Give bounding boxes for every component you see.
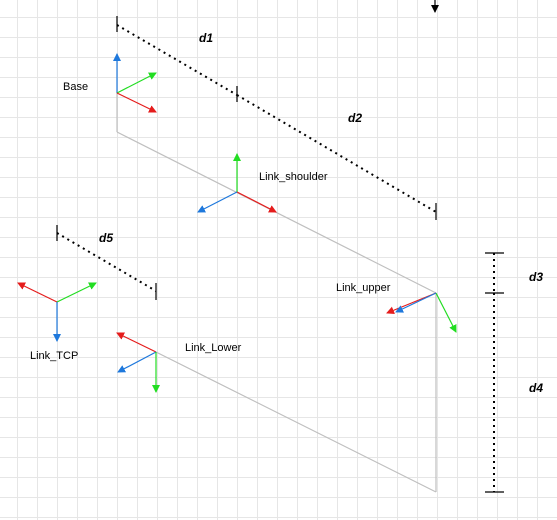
shoulder-z-axis-arrow: [197, 191, 238, 213]
frame-link-lower-axes: [116, 332, 160, 393]
dimension-line-d1: [116, 24, 238, 96]
dimension-d5: [56, 225, 157, 300]
frame-base-axes: [113, 53, 157, 113]
dimension-label-d1: d1: [199, 31, 214, 45]
dimension-d1: [116, 16, 238, 102]
frame-link-tcp-axes: [17, 282, 97, 342]
frame-link-upper-axes: [386, 292, 457, 333]
frame-link-shoulder-axes: [197, 153, 277, 213]
base-x-axis-arrow: [116, 92, 157, 113]
kinematic-chain: [116, 93, 437, 493]
shoulder-x-axis-arrow: [236, 191, 277, 213]
upper-z-axis-arrow: [395, 292, 437, 313]
lower-z-axis-arrow: [117, 351, 157, 373]
dimension-label-d2: d2: [348, 111, 363, 125]
link-line-upper-to-lower: [155, 351, 437, 493]
frame-label-base: Base: [63, 81, 89, 93]
frame-label-link-tcp: Link_TCP: [30, 350, 79, 362]
tcp-y-axis-arrow: [56, 282, 97, 303]
dimension-d2: [236, 94, 437, 220]
frame-label-link-lower: Link_Lower: [185, 342, 242, 354]
dimension-line-d5: [56, 232, 157, 292]
dimension-d3-d4: [485, 252, 504, 493]
link-line-base-to-upper: [116, 131, 437, 294]
dimension-line-d2: [236, 94, 437, 213]
dimension-label-d3: d3: [529, 270, 544, 284]
dimension-label-d4: d4: [529, 381, 544, 395]
lower-x-axis-arrow: [116, 332, 157, 353]
tcp-x-axis-arrow: [17, 282, 58, 303]
upper-y-axis-arrow: [435, 292, 457, 333]
frame-label-link-upper: Link_upper: [336, 282, 391, 294]
dimension-label-d5: d5: [99, 231, 114, 245]
frame-label-link-shoulder: Link_shoulder: [259, 171, 328, 183]
base-y-axis-arrow: [116, 72, 157, 94]
